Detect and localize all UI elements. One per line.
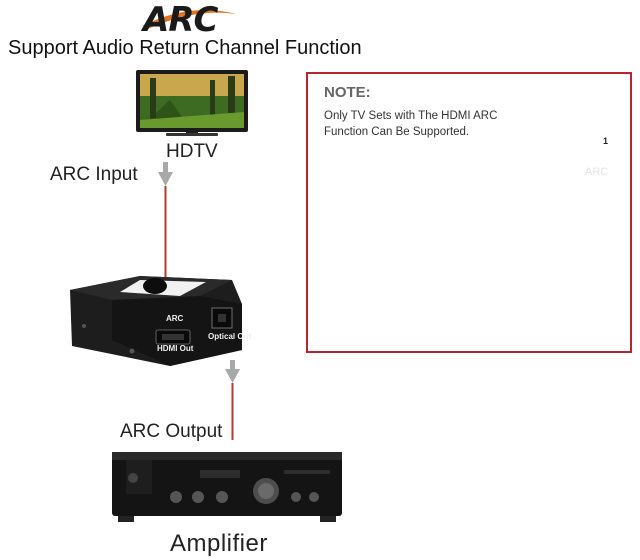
arrow-device-to-amp: [225, 360, 240, 383]
note-panel: NOTE: Only TV Sets with The HDMI ARC Fun…: [306, 72, 632, 353]
headline: Support Audio Return Channel Function: [8, 37, 362, 59]
hdmi-brand-label: HDMI: [573, 110, 610, 124]
device-optical-out-label: Optical Out: [208, 332, 252, 341]
arc-output-label: ARC Output: [120, 421, 223, 442]
logo-swoosh: [142, 10, 236, 28]
hdtv-label: HDTV: [166, 141, 218, 162]
device-arc-port-label: ARC: [166, 314, 184, 323]
hdmi-port-number: 1: [603, 136, 609, 146]
hdtv-image: [136, 70, 248, 136]
arc-extractor-device: [70, 276, 242, 366]
note-title: NOTE:: [324, 84, 371, 101]
note-text: Only TV Sets with The HDMI ARC Function …: [324, 110, 498, 138]
amplifier-image: [112, 452, 342, 522]
arrow-tv-to-cable: [158, 162, 173, 186]
zoom-arc-label: ARC: [585, 166, 609, 178]
arc-logo: ARC: [143, 0, 218, 40]
device-hdmi-out-label: HDMI Out: [157, 344, 194, 353]
amplifier-label: Amplifier: [170, 530, 268, 557]
arc-input-label: ARC Input: [50, 164, 138, 185]
